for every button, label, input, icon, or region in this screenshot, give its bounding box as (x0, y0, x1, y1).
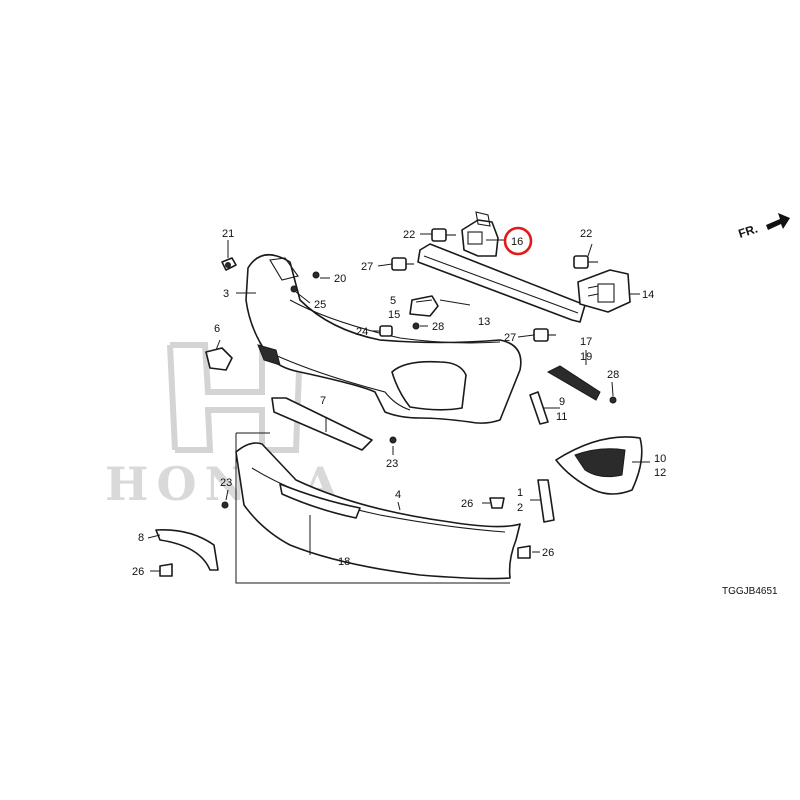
bracket-14 (577, 269, 631, 313)
lower-lip (235, 442, 521, 580)
nut-24-icon (379, 325, 393, 337)
trim-1 (537, 479, 555, 523)
group-frame (235, 432, 510, 584)
callout-28-right[interactable]: 28 (607, 369, 619, 381)
screw-23-lower-icon (221, 501, 229, 509)
front-direction-indicator: FR. (737, 213, 790, 241)
callout-26-upper[interactable]: 26 (461, 498, 473, 510)
callout-20[interactable]: 20 (334, 273, 346, 285)
highlight-circle-16 (503, 226, 533, 256)
callout-26-right[interactable]: 26 (542, 547, 554, 559)
callout-19[interactable]: 19 (580, 351, 592, 363)
callout-14[interactable]: 14 (642, 289, 654, 301)
callout-23-upper[interactable]: 23 (386, 458, 398, 470)
cover-6 (205, 347, 233, 371)
callout-5[interactable]: 5 (390, 295, 396, 307)
callout-28-left[interactable]: 28 (432, 321, 444, 333)
fog-grille (555, 436, 643, 495)
callout-4[interactable]: 4 (395, 489, 401, 501)
callout-18[interactable]: 18 (338, 556, 350, 568)
callout-16[interactable]: 16 (511, 236, 523, 248)
screw-23-upper-icon (389, 436, 397, 444)
callout-27-right[interactable]: 27 (504, 332, 516, 344)
callout-11[interactable]: 11 (556, 411, 567, 423)
clip-26-left-icon (159, 563, 173, 577)
honda-h-logo (167, 342, 304, 453)
screw-28-left-icon (412, 322, 420, 330)
diagram-code: TGGJB4651 (722, 586, 778, 597)
callout-17[interactable]: 17 (580, 336, 592, 348)
trim-19 (546, 365, 601, 401)
callout-22-left[interactable]: 22 (403, 229, 415, 241)
bumper-cover (245, 254, 522, 424)
callout-2[interactable]: 2 (517, 502, 523, 514)
fr-label: FR. (737, 222, 760, 241)
callout-22-right[interactable]: 22 (580, 228, 592, 240)
callout-10[interactable]: 10 (654, 453, 666, 465)
screw-20-icon (312, 271, 320, 279)
bolt-21-icon (221, 257, 237, 271)
callout-7[interactable]: 7 (320, 395, 326, 407)
fasteners (159, 228, 617, 577)
strip-7 (271, 397, 373, 451)
callout-25[interactable]: 25 (314, 299, 326, 311)
callout-6[interactable]: 6 (214, 323, 220, 335)
garnish-8 (155, 528, 219, 571)
bracket-16 (461, 211, 499, 257)
callout-15[interactable]: 15 (388, 309, 400, 321)
screw-28-right-icon (609, 396, 617, 404)
bumper-reinforcement (417, 243, 586, 323)
clip-26-upper-icon (489, 497, 505, 509)
clip-5 (409, 295, 439, 317)
bolt-22-right-icon (573, 255, 598, 269)
trim-9 (529, 391, 549, 425)
callout-26-left[interactable]: 26 (132, 566, 144, 578)
callout-1[interactable]: 1 (517, 487, 523, 499)
callout-24[interactable]: 24 (356, 326, 368, 338)
callout-8[interactable]: 8 (138, 532, 144, 544)
bolt-27-right-icon (533, 328, 556, 342)
callout-labels: 21 3 6 20 25 22 27 5 15 28 24 13 27 16 2… (132, 228, 666, 578)
callout-23-lower[interactable]: 23 (220, 477, 232, 489)
callout-9[interactable]: 9 (559, 396, 565, 408)
callout-27-left[interactable]: 27 (361, 261, 373, 273)
leader-lines (147, 233, 650, 572)
callout-3[interactable]: 3 (223, 288, 229, 300)
front-arrow-icon (766, 213, 790, 230)
bolt-27-left-icon (391, 257, 414, 271)
bolt-22-left-icon (431, 228, 456, 242)
clip-26-right-icon (517, 545, 531, 559)
callout-13[interactable]: 13 (478, 316, 490, 328)
callout-12[interactable]: 12 (654, 467, 666, 479)
callout-21[interactable]: 21 (222, 228, 234, 240)
screw-25-icon (290, 285, 298, 293)
